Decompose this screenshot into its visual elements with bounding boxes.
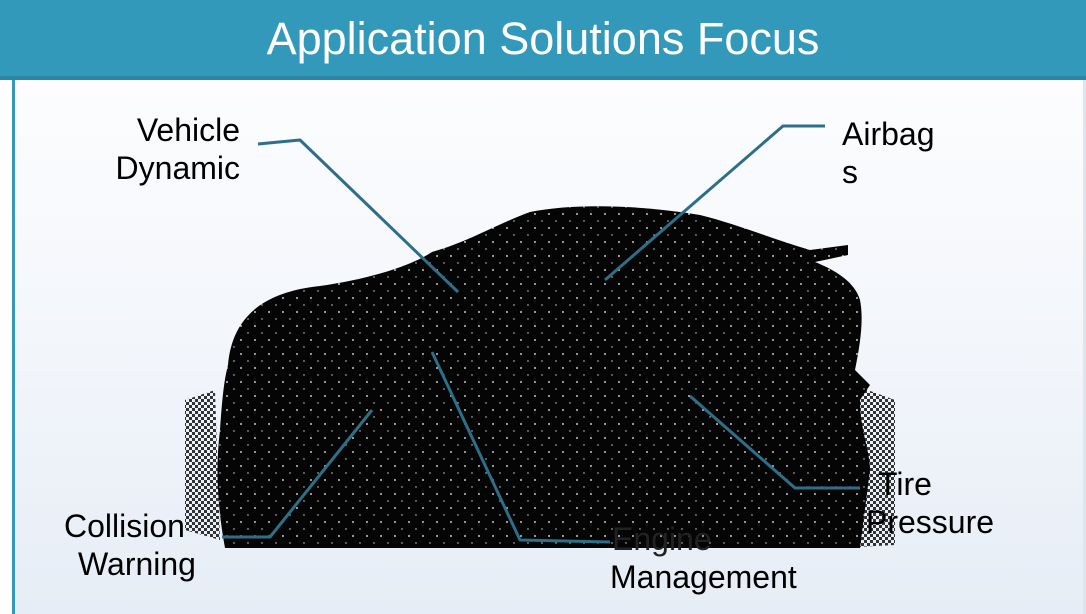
title-bar: Application Solutions Focus (0, 0, 1086, 76)
slide-title: Application Solutions Focus (266, 13, 820, 64)
car-silhouette-icon (185, 206, 895, 548)
title-underline (0, 76, 1086, 80)
leader-line-engine-management (430, 351, 611, 544)
leader-line-tire-pressure (689, 394, 860, 490)
label-vehicle-dynamic: Vehicle Dynamic (100, 111, 240, 187)
label-collision-warning: Collision Warning (64, 507, 214, 583)
label-tire-pressure-line2: Pressure (866, 504, 995, 540)
label-airbags-line1: Airbag (842, 116, 935, 152)
label-airbags-line2: s (842, 154, 858, 190)
left-border (0, 80, 15, 614)
label-engine-management: Engine Management (610, 520, 797, 596)
leader-line-vehicle-dynamic (257, 138, 460, 294)
right-border (1083, 80, 1086, 614)
label-vehicle-dynamic-line2: Dynamic (115, 150, 240, 186)
label-tire-pressure-line1: Tire (878, 466, 932, 502)
label-airbags: Airbag s (842, 115, 935, 191)
label-engine-management-line1: Engine (612, 521, 712, 557)
label-collision-warning-line2: Warning (78, 546, 196, 582)
label-engine-management-line2: Management (610, 559, 797, 595)
leader-line-collision-warning (222, 409, 374, 539)
label-tire-pressure: Tire Pressure (866, 465, 994, 541)
label-vehicle-dynamic-line1: Vehicle (136, 112, 240, 148)
label-collision-warning-line1: Collision (64, 508, 185, 544)
leader-line-airbags (604, 124, 825, 282)
